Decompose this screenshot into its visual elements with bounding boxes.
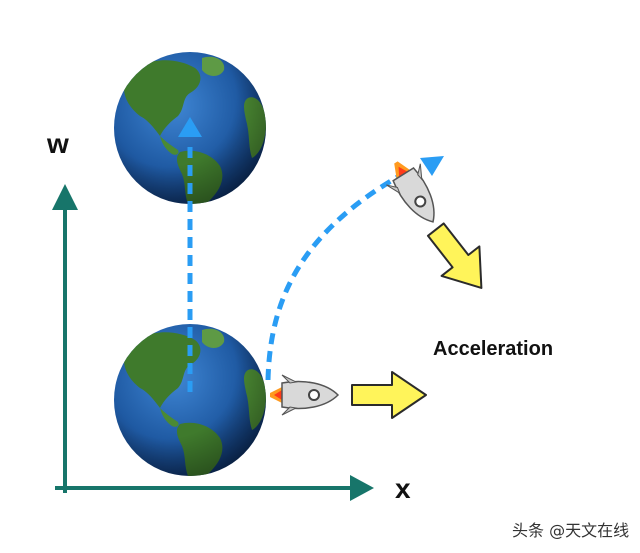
rocket-icon-bottom xyxy=(270,374,340,416)
w-axis-label: w xyxy=(46,128,69,159)
w-axis xyxy=(52,184,78,493)
vertical-worldline-arrowhead xyxy=(178,117,202,137)
x-axis xyxy=(55,475,374,501)
x-axis-label: x xyxy=(395,473,411,504)
earth-globe-icon-bottom xyxy=(114,324,266,476)
watermark: 头条 @天文在线 xyxy=(512,521,629,540)
w-axis-arrowhead xyxy=(52,184,78,210)
block-arrow-icon-top xyxy=(426,222,483,289)
vertical-worldline xyxy=(178,117,202,392)
curved-worldline-arrowhead xyxy=(420,156,444,176)
rocket-icon-top xyxy=(386,161,435,223)
acceleration-label: Acceleration xyxy=(433,338,553,360)
curved-worldline xyxy=(265,156,444,381)
block-arrow-icon-bottom xyxy=(351,371,427,419)
x-axis-arrowhead xyxy=(350,475,374,501)
